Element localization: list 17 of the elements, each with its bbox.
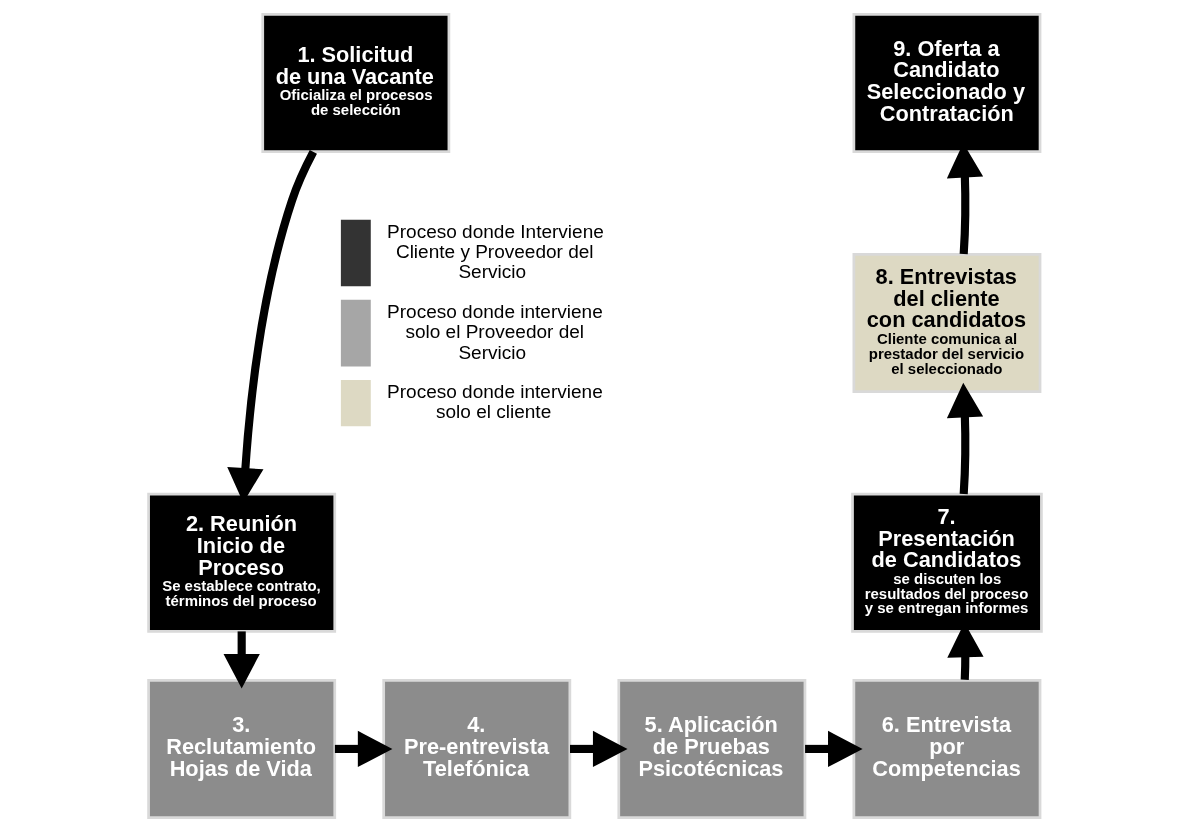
- legend-label: Proceso donde Interviene Cliente y Proveedor del Servicio: [387, 220, 604, 282]
- arrow: [223, 630, 260, 688]
- node-box: 7. Presentación de Candidatos se discuten los resultados del proceso y se entregan informes: [851, 492, 1043, 633]
- node-box: 6. Entrevista por Competencias: [852, 678, 1042, 819]
- node-box: 2. Reunión Inicio de Proceso Se establece contrato, términos del proceso: [147, 492, 337, 633]
- arrow: [334, 730, 393, 767]
- legend-label: Proceso donde interviene solo el cliente: [387, 380, 603, 422]
- node-box: 3. Reclutamiento Hojas de Vida: [147, 678, 337, 819]
- node-box: 9. Oferta a Candidato Seleccionado y Contratación: [852, 12, 1042, 153]
- node-box: 5. Aplicación de Pruebas Psicotécnicas: [617, 678, 807, 819]
- arrow: [805, 730, 863, 767]
- node-box: 8. Entrevistas del cliente con candidatos Cliente comunica al prestador del servicio el seleccionado: [852, 252, 1042, 393]
- node-box: 1. Solicitud de una Vacante Oficializa el procesos de selección: [261, 12, 451, 153]
- arrow: [570, 730, 628, 767]
- arrow: [946, 382, 984, 494]
- node-box: 4. Pre-entrevista Telefónica: [382, 678, 572, 819]
- legend-label: Proceso donde interviene solo el Proveedor del Servicio: [387, 300, 603, 363]
